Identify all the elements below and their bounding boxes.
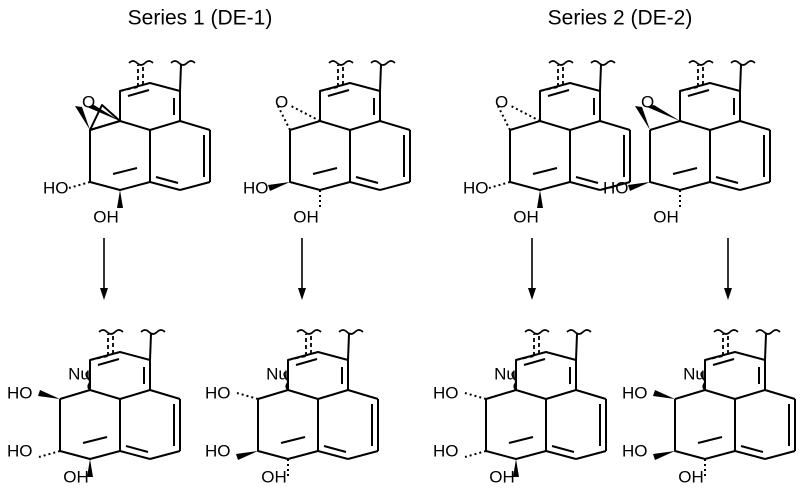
- epoxide-1: O HO OH: [43, 60, 211, 227]
- epoxide-oxygen-label: O: [641, 93, 654, 112]
- hydroxyl-label-c4: OH: [513, 208, 539, 227]
- hydroxyl-label-c2: HO: [622, 384, 648, 403]
- epoxide-oxygen-label: O: [275, 93, 288, 112]
- hydroxyl-label-c2: HO: [7, 384, 33, 403]
- hydroxyl-label-c4: OH: [93, 208, 119, 227]
- hydroxyl-label-c3: HO: [622, 442, 648, 461]
- hydroxyl-label-c4: OH: [293, 208, 319, 227]
- hydroxyl-label-c4: OH: [489, 468, 515, 487]
- arrow-4: [724, 238, 732, 300]
- product-4: Nu HO HO OH: [622, 329, 796, 487]
- epoxide-ring: [89, 104, 121, 131]
- product-2: Nu HO HO OH: [205, 329, 379, 487]
- arrow-1: [100, 238, 108, 300]
- series-2-header: Series 2 (DE-2): [548, 7, 693, 30]
- hydroxyl-label-c3: HO: [7, 442, 33, 461]
- hydroxyl-label-c3: HO: [243, 179, 269, 198]
- arrow-3: [528, 238, 536, 300]
- epoxide-4: O HO OH: [603, 60, 771, 227]
- hydroxyl-label-c3: HO: [603, 179, 629, 198]
- nucleophile-label: Nu: [266, 365, 288, 384]
- hydroxyl-label-c4: OH: [653, 208, 679, 227]
- arrow-2: [298, 238, 306, 300]
- hydroxyl-label-c3: HO: [43, 179, 69, 198]
- hydroxyl-label-c2: HO: [433, 384, 459, 403]
- epoxide-2: O HO OH: [243, 60, 411, 227]
- product-3: Nu HO HO OH: [433, 329, 607, 487]
- hydroxyl-label-c3: HO: [433, 442, 459, 461]
- nucleophile-label: Nu: [494, 365, 516, 384]
- nucleophile-label: Nu: [683, 365, 705, 384]
- epoxide-oxygen-label: O: [82, 93, 95, 112]
- nucleophile-label: Nu: [68, 365, 90, 384]
- epoxide-oxygen-label: O: [495, 93, 508, 112]
- hydroxyl-label-c3: HO: [463, 179, 489, 198]
- hydroxyl-label-c3: HO: [205, 442, 231, 461]
- reaction-arrows: [100, 238, 732, 300]
- epoxide-3: O HO OH: [463, 60, 631, 227]
- hydroxyl-label-c4: OH: [678, 468, 704, 487]
- product-1: Nu HO HO OH: [7, 329, 181, 487]
- hydroxyl-label-c2: HO: [205, 384, 231, 403]
- hydroxyl-label-c4: OH: [63, 468, 89, 487]
- series-1-header: Series 1 (DE-1): [128, 7, 273, 30]
- hydroxyl-label-c4: OH: [261, 468, 287, 487]
